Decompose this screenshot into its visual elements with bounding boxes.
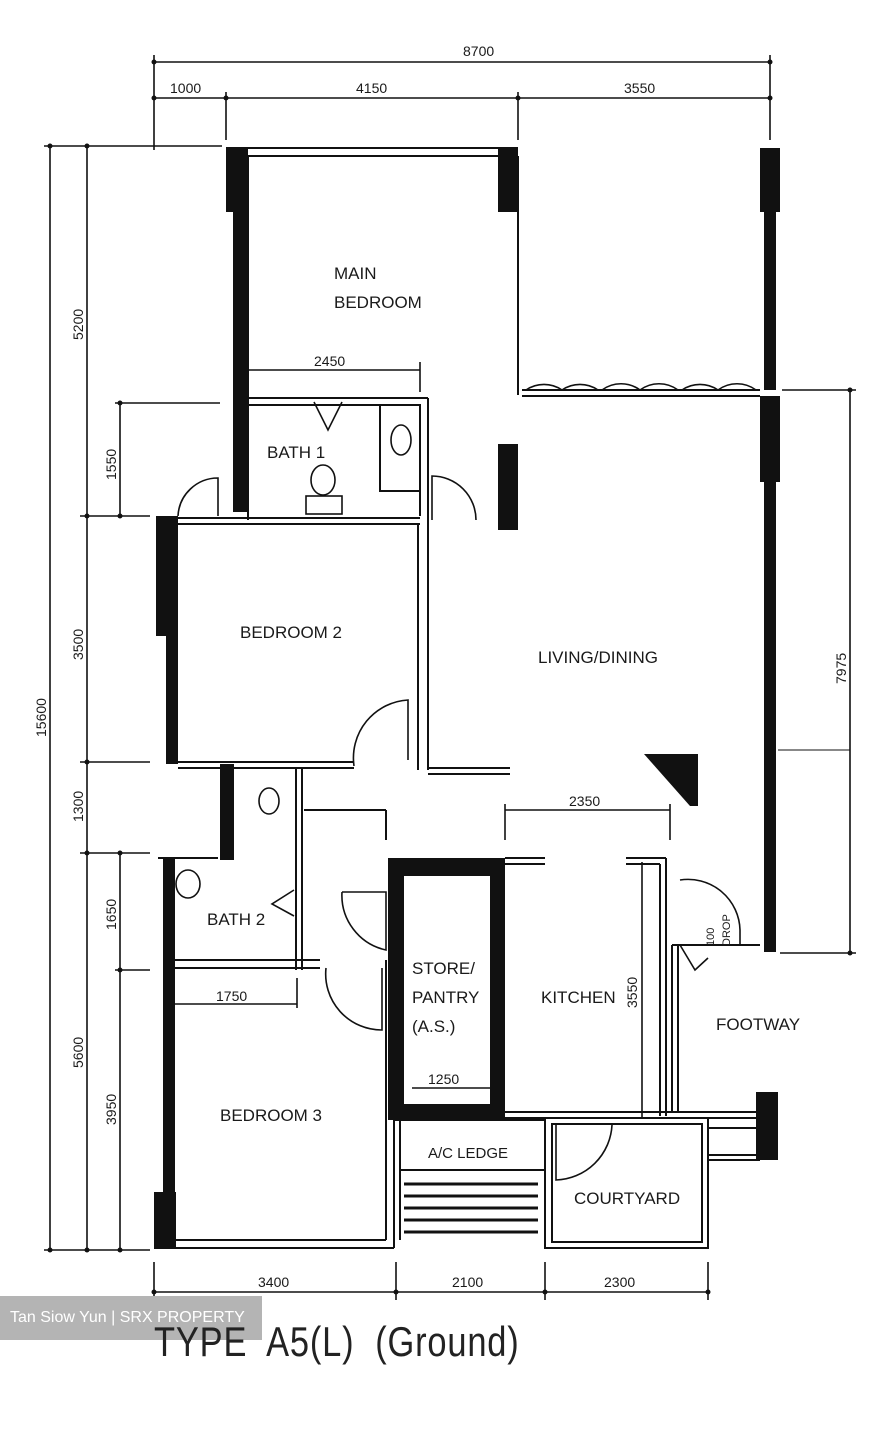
dim-kitchen-depth: 3550 <box>624 977 640 1008</box>
room-labels: MAIN BEDROOM BATH 1 BEDROOM 2 LIVING/DIN… <box>207 264 800 1208</box>
structural-columns <box>154 148 780 1248</box>
room-main-bedroom: MAIN <box>334 264 377 283</box>
plan-title: TYPE A5(L) (Ground) <box>154 1318 520 1365</box>
dim-bedroom3-width: 1750 <box>216 988 247 1004</box>
room-bedroom-3: BEDROOM 3 <box>220 1106 322 1125</box>
dim-left-3950: 3950 <box>103 1094 119 1125</box>
bath1-basin-icon <box>390 424 412 456</box>
bath2-basin-icon <box>258 787 280 815</box>
room-bath-1: BATH 1 <box>267 443 325 462</box>
dim-top-1: 1000 <box>170 80 201 96</box>
dim-overall-width: 8700 <box>463 43 494 59</box>
fixtures <box>175 401 538 1234</box>
room-ac-ledge: A/C LEDGE <box>428 1145 508 1162</box>
dim-left-1650: 1650 <box>103 899 119 930</box>
dim-left-1300: 1300 <box>70 791 86 822</box>
walls <box>154 147 770 1249</box>
dim-left-5600: 5600 <box>70 1037 86 1068</box>
dim-top-2: 4150 <box>356 80 387 96</box>
room-footway: FOOTWAY <box>716 1015 800 1034</box>
dim-drop-label: DROP <box>721 914 733 946</box>
room-bath-2: BATH 2 <box>207 910 265 929</box>
dim-bottom-1: 3400 <box>258 1274 289 1290</box>
dim-bottom-2: 2100 <box>452 1274 483 1290</box>
bath1-toilet-icon <box>310 464 336 496</box>
dim-bath1-width: 2450 <box>314 353 345 369</box>
room-kitchen: KITCHEN <box>541 988 616 1007</box>
doors <box>177 383 757 1181</box>
dimension-labels: 8700 1000 4150 3550 15600 5200 1550 3500… <box>33 43 849 1290</box>
room-living-dining: LIVING/DINING <box>538 648 658 667</box>
room-courtyard: COURTYARD <box>574 1189 680 1208</box>
room-store: STORE/ <box>412 959 475 978</box>
room-as: (A.S.) <box>412 1017 455 1036</box>
dim-kitchen-open: 2350 <box>569 793 600 809</box>
dimension-ticks <box>47 59 853 1295</box>
dim-store-width: 1250 <box>428 1071 459 1087</box>
dim-left-5200: 5200 <box>70 309 86 340</box>
bath2-toilet-icon <box>175 869 201 899</box>
room-main-bedroom-2: BEDROOM <box>334 293 422 312</box>
dim-living-depth: 7975 <box>833 653 849 684</box>
dim-overall-depth: 15600 <box>33 698 49 737</box>
ac-grille <box>404 1182 538 1234</box>
dim-left-3500: 3500 <box>70 629 86 660</box>
watermark-banner: Tan Siow Yun | SRX PROPERTY <box>0 1296 262 1340</box>
dim-left-1550: 1550 <box>103 449 119 480</box>
dim-drop-value: 100 <box>705 928 717 946</box>
dim-top-3: 3550 <box>624 80 655 96</box>
room-bedroom-2: BEDROOM 2 <box>240 623 342 642</box>
room-pantry: PANTRY <box>412 988 479 1007</box>
dim-bottom-3: 2300 <box>604 1274 635 1290</box>
